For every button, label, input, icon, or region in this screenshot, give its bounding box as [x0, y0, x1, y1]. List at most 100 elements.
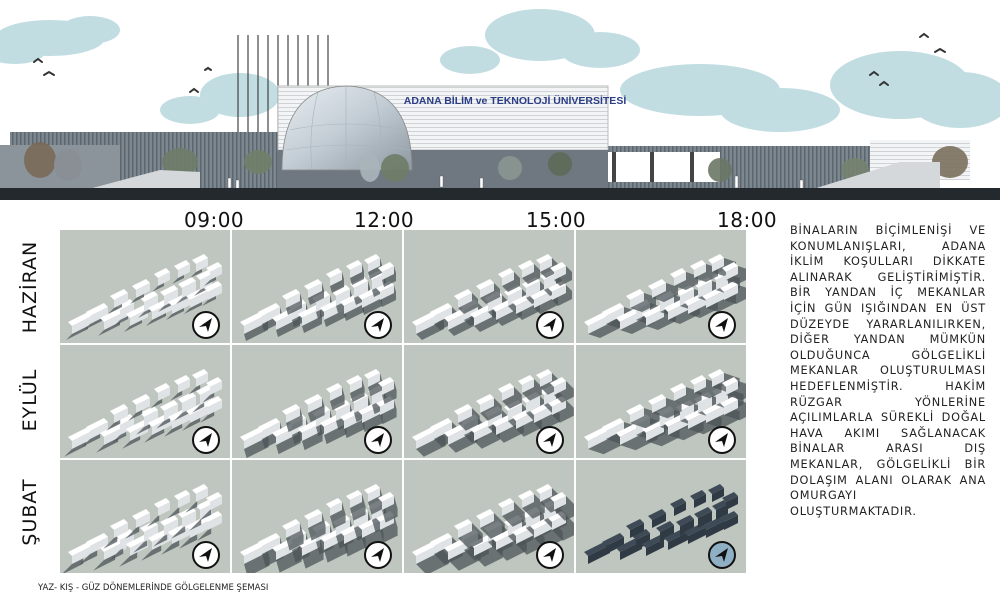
- building-block: [172, 412, 190, 429]
- building-block: [354, 281, 368, 298]
- building-block: [164, 289, 178, 306]
- building-block: [72, 430, 94, 449]
- building-roof: [204, 281, 222, 292]
- shading-cell-1-2: [404, 345, 574, 458]
- massing-model: [240, 254, 396, 341]
- building-roof: [518, 490, 534, 500]
- building-block: [712, 258, 724, 272]
- building-roof: [160, 285, 178, 296]
- building-roof: [174, 490, 190, 500]
- building-block: [544, 274, 556, 290]
- building-block: [158, 502, 170, 516]
- building-roof: [364, 254, 380, 264]
- building-block: [694, 494, 706, 508]
- building-block: [302, 539, 320, 556]
- building-roof: [326, 268, 342, 278]
- building-block: [716, 389, 728, 405]
- building-block: [182, 396, 196, 413]
- building-block: [652, 283, 666, 298]
- massing-model: [412, 254, 572, 340]
- building-roof: [196, 270, 212, 280]
- building-roof: [642, 535, 664, 548]
- building-block: [316, 410, 330, 427]
- building-block: [474, 539, 492, 556]
- building-block: [336, 519, 350, 536]
- building-roof: [518, 260, 534, 270]
- building-roof: [140, 291, 158, 302]
- building-block: [200, 504, 212, 520]
- building-roof: [204, 511, 222, 522]
- building-roof: [550, 377, 566, 387]
- building-roof: [326, 498, 342, 508]
- building-roof: [240, 426, 266, 441]
- building-roof: [100, 422, 126, 437]
- building-block: [380, 285, 394, 300]
- building-roof: [602, 303, 624, 316]
- building-roof: [722, 262, 738, 272]
- building-roof: [178, 392, 196, 403]
- building-block: [724, 515, 738, 530]
- building-block: [522, 379, 534, 393]
- building-roof: [132, 279, 150, 290]
- building-roof: [626, 289, 644, 300]
- building-roof: [720, 511, 738, 522]
- north-arrow-icon: [536, 541, 564, 569]
- building-roof: [642, 420, 664, 433]
- north-arrow-icon: [364, 311, 392, 339]
- month-label-eylul: EYLÜL: [19, 368, 41, 432]
- building-roof: [116, 529, 134, 540]
- building-block: [336, 289, 350, 306]
- building-roof: [100, 307, 126, 322]
- building-roof: [196, 385, 212, 395]
- building-roof: [332, 285, 350, 296]
- building-block: [382, 381, 394, 395]
- building-block: [526, 396, 540, 413]
- building-block: [114, 523, 128, 538]
- building-block: [544, 389, 556, 405]
- shading-cell-0-1: [232, 230, 402, 343]
- building-roof: [648, 509, 666, 520]
- building-block: [158, 387, 170, 401]
- building-block: [196, 258, 208, 272]
- building-block: [330, 502, 342, 516]
- massing-model: [240, 484, 398, 573]
- building-roof: [364, 484, 380, 494]
- building-block: [716, 274, 728, 290]
- building-block: [588, 430, 610, 449]
- building-roof: [298, 420, 320, 433]
- building-block: [502, 387, 514, 401]
- building-block: [90, 307, 108, 324]
- building-roof: [648, 279, 666, 290]
- building-block: [136, 283, 150, 298]
- building-block: [182, 511, 196, 528]
- building-block: [688, 297, 706, 314]
- building-roof: [690, 375, 706, 385]
- building-block: [182, 281, 196, 298]
- building-block: [302, 424, 320, 441]
- building-block: [336, 404, 350, 421]
- building-block: [652, 398, 666, 413]
- building-block: [474, 424, 492, 441]
- building-roof: [86, 303, 108, 316]
- shading-cell-1-0: [60, 345, 230, 458]
- building-block: [114, 408, 128, 423]
- building-block: [698, 511, 712, 528]
- building-roof: [154, 498, 170, 508]
- building-roof: [656, 521, 674, 532]
- building-block: [368, 488, 380, 502]
- building-roof: [110, 519, 128, 530]
- building-roof: [690, 260, 706, 270]
- building-block: [330, 387, 342, 401]
- building-block: [210, 496, 222, 510]
- north-arrow-icon: [536, 311, 564, 339]
- building-roof: [196, 500, 212, 510]
- building-roof: [584, 311, 610, 326]
- building-roof: [346, 375, 362, 385]
- building-roof: [304, 509, 322, 520]
- building-block: [680, 289, 694, 306]
- building-block: [190, 521, 208, 538]
- building-block: [308, 283, 322, 298]
- massing-model: [584, 369, 746, 455]
- building-roof: [670, 498, 686, 508]
- building-block: [534, 521, 552, 538]
